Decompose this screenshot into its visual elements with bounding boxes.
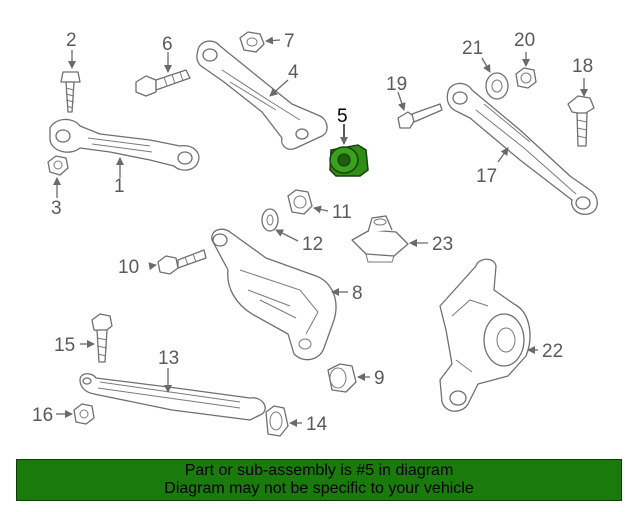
part-17-link[interactable] [446,82,598,215]
part-20-nut[interactable] [515,67,537,89]
banner-line-1: Part or sub-assembly is #5 in diagram [184,462,454,479]
part-15-bolt[interactable] [91,313,113,363]
part-3-nut[interactable] [47,155,69,176]
callout-14: 14 [306,414,328,435]
callout-11: 11 [332,202,352,223]
callout-3: 3 [51,198,62,219]
part-8-control-arm[interactable] [211,228,337,361]
callout-10: 10 [118,257,139,278]
callout-4: 4 [288,62,299,83]
callout-9: 9 [374,368,385,389]
callout-7: 7 [284,31,295,52]
callout-20: 20 [514,30,535,51]
part-5-bushing-highlighted[interactable] [329,144,369,177]
callout-2: 2 [66,30,77,51]
callout-21: 21 [462,38,483,59]
banner-line-2: Diagram may not be specific to your vehi… [164,480,474,497]
callout-19: 19 [386,74,407,95]
callout-18: 18 [572,56,593,77]
leader-lines [53,36,588,427]
callout-23: 23 [432,234,453,255]
callout-5: 5 [337,106,348,127]
part-12-washer[interactable] [261,208,279,232]
part-2-bolt[interactable] [60,71,81,113]
part-19-bolt[interactable] [397,103,443,129]
part-23-mount[interactable] [351,215,409,263]
callout-22: 22 [542,341,563,362]
part-18-bolt[interactable] [567,95,595,147]
part-14-bushing[interactable] [265,405,289,437]
part-1-control-arm[interactable] [49,118,200,171]
part-7-bushing[interactable] [239,31,265,53]
info-banner: Part or sub-assembly is #5 in diagram Di… [16,459,622,501]
callout-8: 8 [352,283,363,304]
part-4-link[interactable] [196,40,328,150]
callout-15: 15 [54,335,75,356]
part-21-washer[interactable] [485,72,509,100]
part-6-bolt[interactable] [135,69,191,97]
callout-17: 17 [476,166,497,187]
part-11-bushing[interactable] [287,189,313,215]
callout-labels: 2 1 3 4 5 6 7 8 9 10 11 12 13 14 15 16 1… [32,30,593,435]
parts-diagram: 2 1 3 4 5 6 7 8 9 10 11 12 13 14 15 16 1… [32,30,598,437]
callout-13: 13 [158,348,179,369]
part-16-nut[interactable] [73,403,95,425]
part-9-bushing[interactable] [327,363,357,393]
callout-16: 16 [32,405,53,426]
part-10-bolt[interactable] [157,249,207,275]
part-22-knuckle[interactable] [439,258,531,412]
callout-1: 1 [114,176,125,197]
part-13-bar[interactable] [79,373,266,421]
callout-6: 6 [162,34,173,55]
callout-12: 12 [302,234,323,255]
